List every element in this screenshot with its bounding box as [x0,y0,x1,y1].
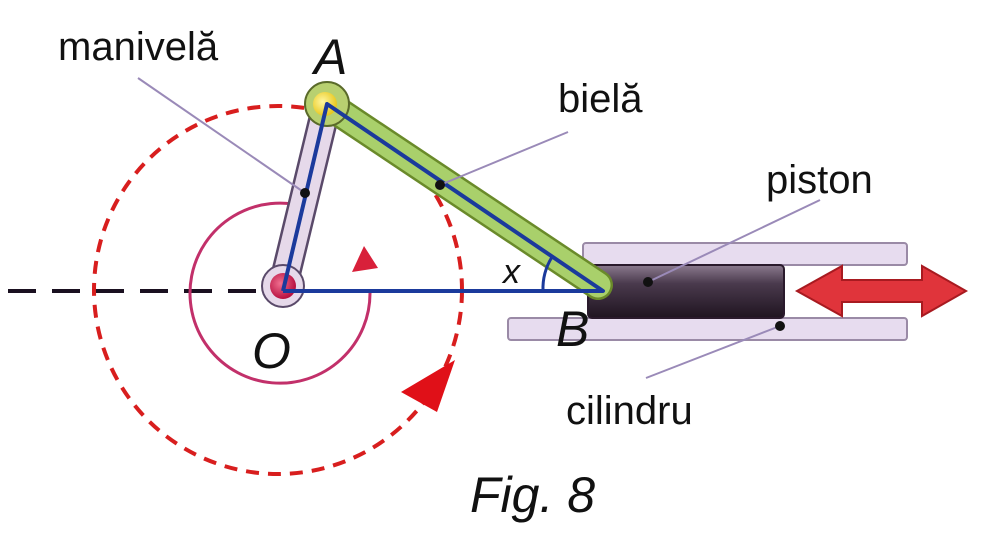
angle-x-label: x [501,253,521,291]
label-piston: piston [766,158,873,202]
point-b-label: B [556,301,589,357]
label-cylinder: cilindru [566,389,693,433]
double-arrow [794,264,969,318]
angle-x-arc [541,256,554,292]
point-a-label: A [311,29,347,85]
leader-rod-dot [435,180,445,190]
leader-crank [137,77,306,194]
cylinder-top-rail [582,242,908,266]
leader-cylinder-dot [775,321,785,331]
leader-piston-dot [643,277,653,287]
small-rotation-arc [188,201,372,385]
label-crank: manivelă [58,25,219,69]
point-o-label: O [252,323,291,379]
figure-caption: Fig. 8 [470,467,595,523]
leader-crank-dot [300,188,310,198]
leader-piston [647,199,821,283]
piston-block [587,264,785,319]
label-connecting-rod: bielă [558,77,643,121]
crank-path-arrowhead [401,360,455,412]
leader-cylinder [645,325,781,379]
leader-rod [439,131,569,186]
small-rotation-arrowhead [352,246,378,272]
